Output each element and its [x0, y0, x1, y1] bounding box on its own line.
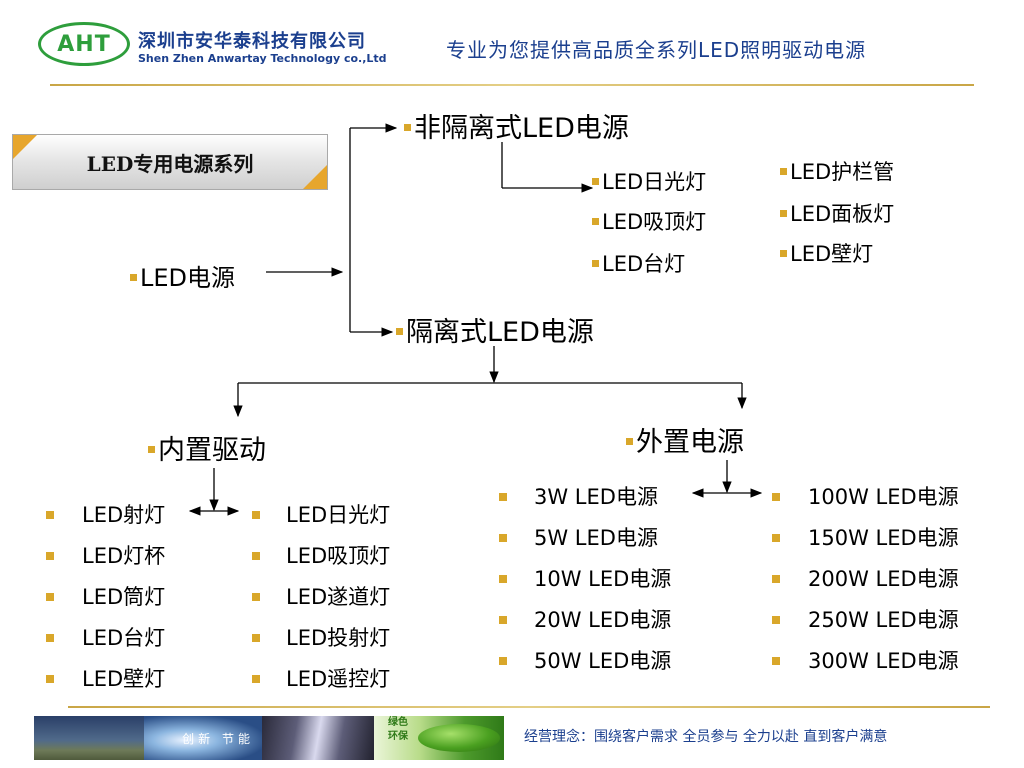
list-item: LED护栏管 — [780, 156, 894, 186]
bullet-square-icon — [780, 209, 787, 217]
list-item: LED投射灯 — [286, 626, 391, 650]
list-item: 3W LED电源 — [534, 485, 658, 509]
list-item: 5W LED电源 — [534, 526, 658, 550]
badge-corner-decoration — [13, 135, 37, 159]
bullet-square-icon — [772, 575, 780, 583]
node-isolated-label: 隔离式LED电源 — [406, 317, 594, 348]
list-item: 250W LED电源 — [808, 608, 959, 632]
badge-label: LED专用电源系列 — [86, 151, 254, 176]
bullet-square-icon — [130, 273, 137, 281]
list-item: LED筒灯 — [82, 585, 166, 609]
bullet-square-icon — [592, 259, 599, 267]
node-non-isolated-label: 非隔离式LED电源 — [414, 113, 629, 144]
list-item: LED日光灯 — [286, 503, 391, 527]
bullet-square-icon — [46, 593, 54, 601]
bullet-square-icon — [252, 511, 260, 519]
bullet-square-icon — [626, 438, 633, 445]
node-non-isolated: 非隔离式LED电源 — [404, 106, 629, 145]
list-item: LED面板灯 — [780, 198, 894, 228]
badge-corner-decoration — [303, 165, 327, 189]
street-light-photo — [34, 716, 144, 760]
bullet-square-icon — [46, 634, 54, 642]
bullet-square-icon — [499, 493, 507, 501]
bullet-square-icon — [780, 167, 787, 175]
company-logo: AHT — [38, 22, 130, 66]
bullet-square-icon — [46, 511, 54, 519]
list-item: LED遂道灯 — [286, 585, 391, 609]
logo-text: AHT — [57, 31, 111, 57]
list-item: LED射灯 — [82, 503, 166, 527]
list-item: LED台灯 — [82, 626, 166, 650]
list-item: 100W LED电源 — [808, 485, 959, 509]
bullet-square-icon — [148, 446, 155, 453]
header-divider — [50, 84, 974, 86]
list-item: LED吸顶灯 — [286, 544, 391, 568]
list-item: LED吸顶灯 — [592, 206, 706, 236]
list-item: 150W LED电源 — [808, 526, 959, 550]
root-node-led-power: LED电源 — [130, 258, 235, 293]
root-node-label: LED电源 — [140, 264, 236, 292]
footer-divider — [68, 706, 990, 708]
bullet-square-icon — [396, 328, 403, 335]
bullet-square-icon — [592, 217, 599, 225]
list-item: 200W LED电源 — [808, 567, 959, 591]
list-item: LED遥控灯 — [286, 667, 391, 691]
business-motto: 经营理念：围绕客户需求 全员参与 全力以赴 直到客户满意 — [524, 729, 888, 745]
bullet-square-icon — [772, 657, 780, 665]
bullet-square-icon — [499, 575, 507, 583]
company-name-en: Shen Zhen Anwartay Technology co.,Ltd — [138, 52, 387, 65]
node-isolated: 隔离式LED电源 — [396, 310, 594, 349]
node-internal-driver: 内置驱动 — [148, 428, 266, 467]
list-item: LED壁灯 — [82, 667, 166, 691]
bullet-square-icon — [252, 552, 260, 560]
bullet-square-icon — [252, 675, 260, 683]
bullet-square-icon — [252, 593, 260, 601]
bullet-square-icon — [499, 616, 507, 624]
node-external-power: 外置电源 — [626, 420, 744, 459]
list-item: 10W LED电源 — [534, 567, 672, 591]
node-internal-driver-label: 内置驱动 — [158, 435, 266, 466]
bullet-square-icon — [772, 493, 780, 501]
list-item: LED台灯 — [592, 248, 685, 278]
header-slogan: 专业为您提供高品质全系列LED照明驱动电源 — [446, 38, 867, 62]
bullet-square-icon — [252, 634, 260, 642]
green-eco-label: 绿色 环保 — [388, 717, 408, 742]
series-badge: LED专用电源系列 — [12, 134, 328, 190]
led-strip-photo — [262, 716, 374, 760]
node-external-power-label: 外置电源 — [636, 427, 744, 458]
bullet-square-icon — [772, 616, 780, 624]
bullet-square-icon — [46, 552, 54, 560]
list-item: LED壁灯 — [780, 238, 873, 268]
company-name-cn: 深圳市安华泰科技有限公司 — [138, 31, 366, 52]
fountain-photo: 创新 节能 — [144, 716, 262, 760]
bullet-square-icon — [780, 249, 787, 257]
bullet-square-icon — [592, 177, 599, 185]
list-item: 300W LED电源 — [808, 649, 959, 673]
pea-pod-icon — [418, 724, 500, 752]
bullet-square-icon — [772, 534, 780, 542]
bullet-square-icon — [499, 657, 507, 665]
bullet-square-icon — [46, 675, 54, 683]
photo-caption: 创新 节能 — [182, 731, 254, 746]
list-item: 50W LED电源 — [534, 649, 672, 673]
bullet-square-icon — [499, 534, 507, 542]
bullet-square-icon — [404, 124, 411, 131]
list-item: LED日光灯 — [592, 166, 706, 196]
list-item: LED灯杯 — [82, 544, 166, 568]
list-item: 20W LED电源 — [534, 608, 672, 632]
